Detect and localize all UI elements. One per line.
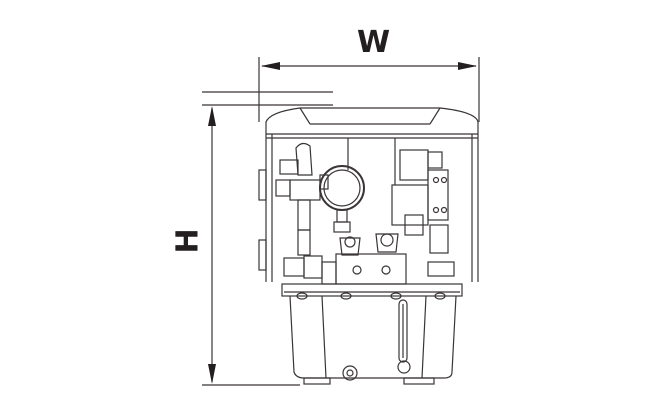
manifold <box>321 253 407 285</box>
height-label: H <box>170 228 206 254</box>
width-label: W <box>357 25 391 60</box>
valve-block <box>391 149 455 277</box>
height-dimension <box>202 91 333 386</box>
pressure-gauge <box>319 165 365 233</box>
width-dimension <box>258 57 480 122</box>
level-sight-gauge <box>397 299 411 374</box>
frame <box>258 134 479 282</box>
left-fittings <box>275 142 329 279</box>
top-cover <box>265 107 479 139</box>
drain-plug <box>342 365 358 381</box>
quick-couplers <box>339 233 399 256</box>
reservoir-tank <box>289 295 457 385</box>
base-plate <box>281 283 463 300</box>
